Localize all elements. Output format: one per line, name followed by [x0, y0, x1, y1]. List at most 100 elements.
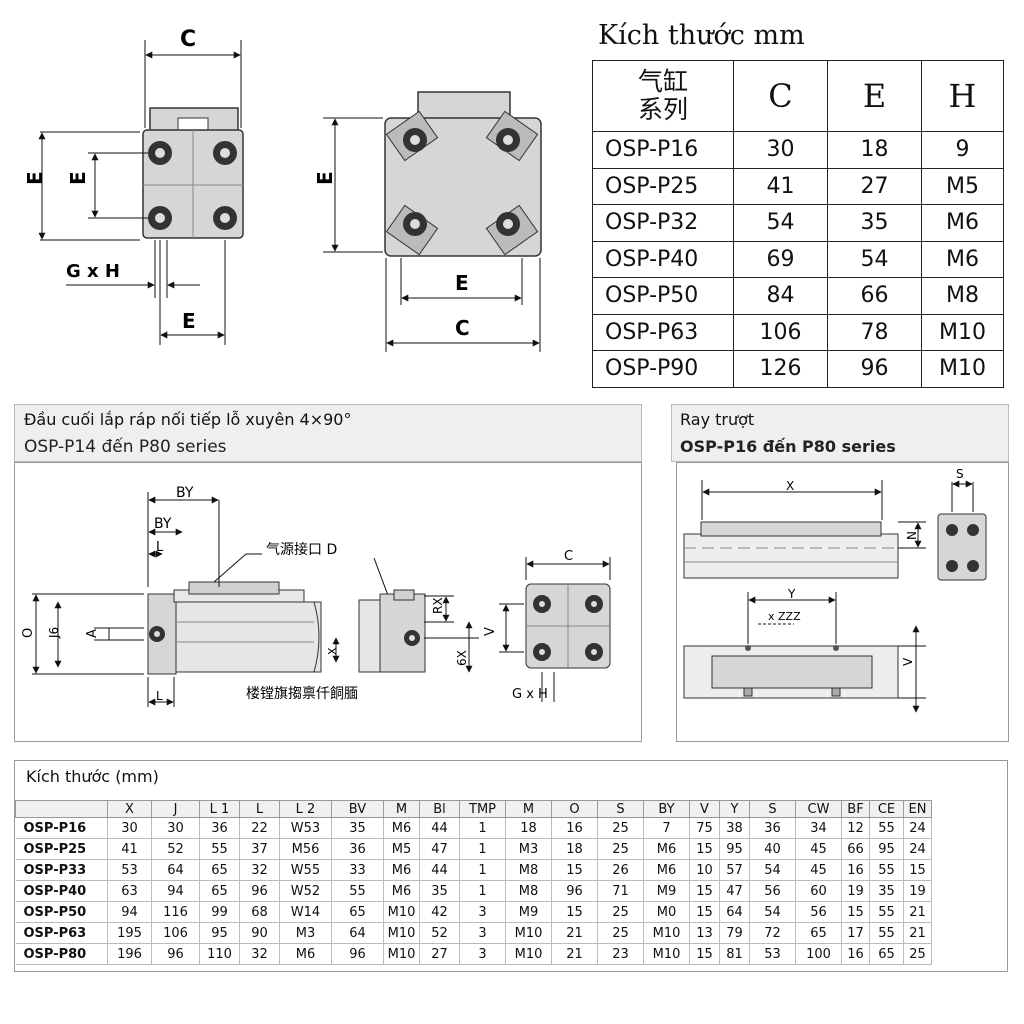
table-cell: 24: [903, 838, 932, 860]
column-header: L 1: [199, 800, 240, 818]
cell-h: M6: [921, 240, 1004, 278]
table-cell: 16: [841, 943, 870, 965]
label-e: E: [182, 309, 196, 333]
table-cell: 19: [903, 880, 932, 902]
table-cell: 15: [689, 901, 720, 923]
table-cell: M10: [383, 922, 420, 944]
table-cell: 57: [719, 859, 750, 881]
table-cell: 15: [689, 838, 720, 860]
table-cell: 24: [903, 817, 932, 839]
label-x: X: [326, 647, 339, 655]
table-cell: 21: [551, 943, 598, 965]
cell-h: M10: [921, 313, 1004, 351]
column-header: X: [107, 800, 152, 818]
table-cell: 21: [903, 922, 932, 944]
column-header: Y: [719, 800, 750, 818]
table-cell: 45: [795, 859, 842, 881]
table-cell: 96: [151, 943, 200, 965]
table-cell: 55: [869, 859, 904, 881]
column-header: L: [239, 800, 280, 818]
table-cell: 55: [869, 922, 904, 944]
cell-c: 84: [733, 277, 828, 315]
column-header: M: [383, 800, 420, 818]
cell-e: 96: [827, 350, 922, 388]
label-by: BY: [176, 485, 194, 501]
table-cell: 96: [551, 880, 598, 902]
table-cell: M6: [643, 838, 690, 860]
cell-model: OSP-P25: [15, 838, 108, 860]
table-cell: 81: [719, 943, 750, 965]
cell-e: 66: [827, 277, 922, 315]
table-cell: 53: [107, 859, 152, 881]
table-cell: 116: [151, 901, 200, 923]
table-cell: 15: [551, 901, 598, 923]
table-cell: M9: [643, 880, 690, 902]
table-cell: 27: [419, 943, 460, 965]
table-cell: 99: [199, 901, 240, 923]
table-cell: 56: [795, 901, 842, 923]
table-cell: 21: [903, 901, 932, 923]
table-cell: 55: [869, 901, 904, 923]
table-cell: 63: [107, 880, 152, 902]
table-cell: 32: [239, 943, 280, 965]
cell-model: OSP-P16: [592, 131, 734, 169]
table-cell: 42: [419, 901, 460, 923]
cell-c: 41: [733, 167, 828, 205]
cell-h: M6: [921, 204, 1004, 242]
cell-e: 27: [827, 167, 922, 205]
slide-rail-drawing: X S N Y x ZZZ V: [683, 467, 987, 713]
label-bottom-note: 楼镗旗搊禀仟餇腼: [246, 686, 358, 702]
cell-model: OSP-P63: [592, 313, 734, 351]
top-table-title: Kích thước mm: [598, 20, 805, 51]
table-cell: 65: [331, 901, 384, 923]
table-cell: 68: [239, 901, 280, 923]
table-cell: M3: [505, 838, 552, 860]
table-cell: 65: [199, 880, 240, 902]
header-series: 气缸 系列: [592, 60, 734, 132]
cell-model: OSP-P80: [15, 943, 108, 965]
table-cell: M8: [505, 859, 552, 881]
bolt-hole-icon: [385, 110, 539, 256]
label-a: A: [85, 629, 100, 638]
header-h: H: [921, 60, 1004, 132]
table-cell: 25: [597, 901, 644, 923]
table-cell: M6: [383, 880, 420, 902]
column-header: EN: [903, 800, 932, 818]
table-cell: M3: [279, 922, 332, 944]
cell-e: 54: [827, 240, 922, 278]
label-o: O: [21, 628, 36, 638]
table-cell: 32: [239, 859, 280, 881]
table-cell: 71: [597, 880, 644, 902]
table-cell: 16: [551, 817, 598, 839]
table-cell: 52: [419, 922, 460, 944]
table-cell: 55: [199, 838, 240, 860]
table-cell: 18: [505, 817, 552, 839]
table-cell: 65: [869, 943, 904, 965]
table-cell: W52: [279, 880, 332, 902]
table-cell: M6: [383, 859, 420, 881]
label-s: S: [956, 467, 964, 481]
table-cell: 25: [903, 943, 932, 965]
table-cell: 25: [597, 817, 644, 839]
table-cell: 35: [869, 880, 904, 902]
table-cell: 18: [551, 838, 598, 860]
table-cell: 37: [239, 838, 280, 860]
label-e: E: [23, 171, 47, 185]
column-header: CE: [869, 800, 904, 818]
column-header: BY: [643, 800, 690, 818]
table-cell: 64: [331, 922, 384, 944]
table-cell: M8: [505, 880, 552, 902]
cell-model: OSP-P16: [15, 817, 108, 839]
table-cell: 34: [795, 817, 842, 839]
column-header: L 2: [279, 800, 332, 818]
table-cell: 47: [419, 838, 460, 860]
table-cell: 75: [689, 817, 720, 839]
label-6x: 6X: [455, 650, 469, 666]
table-cell: M10: [505, 922, 552, 944]
